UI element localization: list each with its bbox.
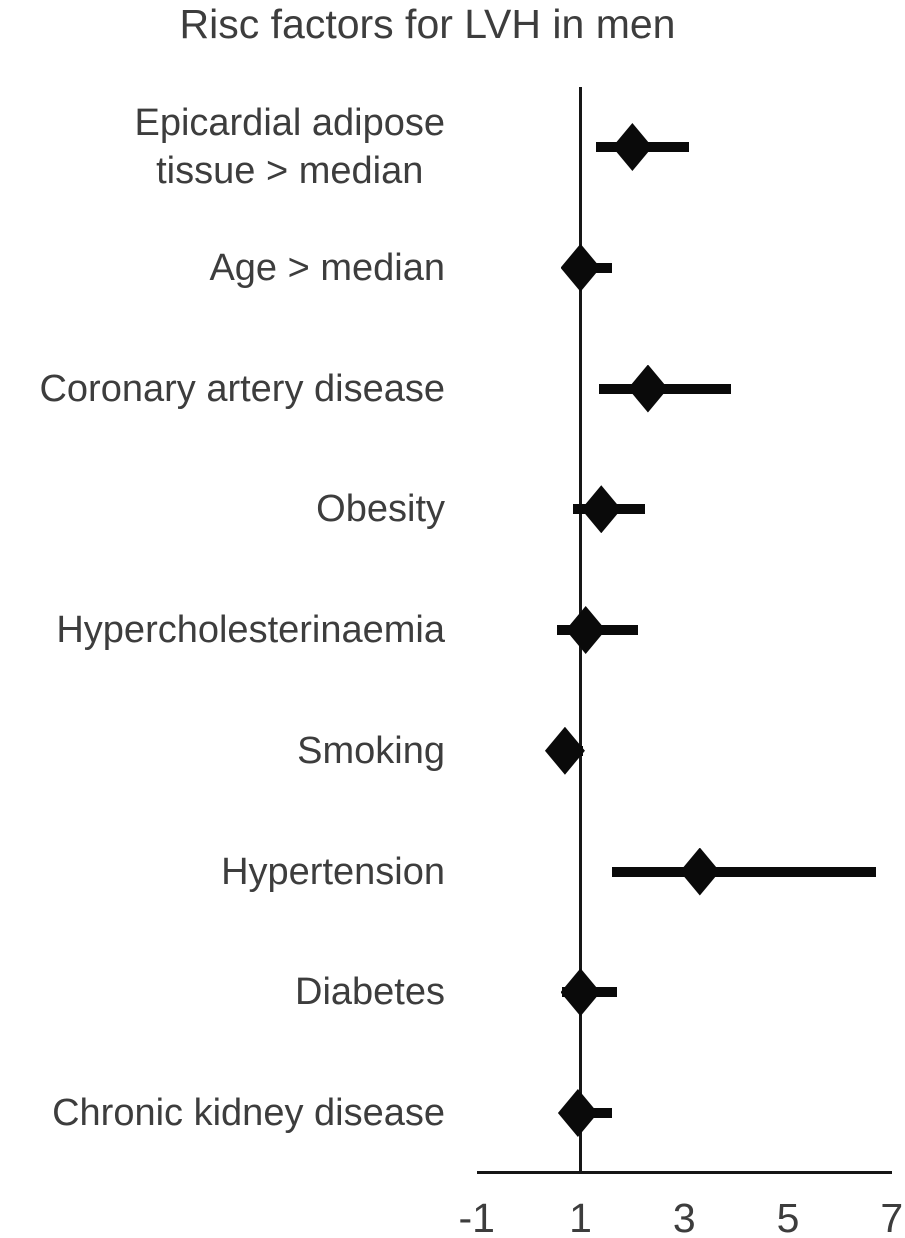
x-tick-label: 5 <box>776 1195 800 1238</box>
x-tick-label: 7 <box>880 1195 904 1238</box>
chart-title: Risc factors for LVH in men <box>179 1 676 47</box>
odds-ratio-diamond-marker <box>560 968 601 1017</box>
forest-row-label: Hypercholesterinaemia <box>56 609 445 651</box>
x-tick-label: 3 <box>672 1195 696 1238</box>
x-tick-label: 1 <box>569 1195 592 1238</box>
forest-row-label: Chronic kidney disease <box>52 1092 445 1134</box>
confidence-interval-line <box>611 866 877 877</box>
forest-row-label: Hypertension <box>221 850 445 893</box>
odds-ratio-diamond-marker <box>679 847 720 896</box>
odds-ratio-diamond-marker <box>581 485 622 534</box>
odds-ratio-diamond-marker <box>627 364 668 413</box>
x-tick-label: -1 <box>458 1195 495 1238</box>
forest-row-label: Coronary artery disease <box>39 367 445 410</box>
odds-ratio-diamond-marker <box>560 243 601 292</box>
odds-ratio-diamond-marker <box>612 123 653 171</box>
forest-row-label: Obesity <box>316 488 445 531</box>
forest-row-label: Epicardial adipose tissue > median <box>134 102 445 192</box>
forest-row-label: Diabetes <box>295 971 445 1014</box>
forest-row-label: Age > median <box>209 246 445 289</box>
odds-ratio-diamond-marker <box>557 1089 598 1137</box>
forest-row-label: Smoking <box>297 729 445 772</box>
x-axis-line <box>476 1171 892 1174</box>
odds-ratio-diamond-marker <box>565 606 606 654</box>
